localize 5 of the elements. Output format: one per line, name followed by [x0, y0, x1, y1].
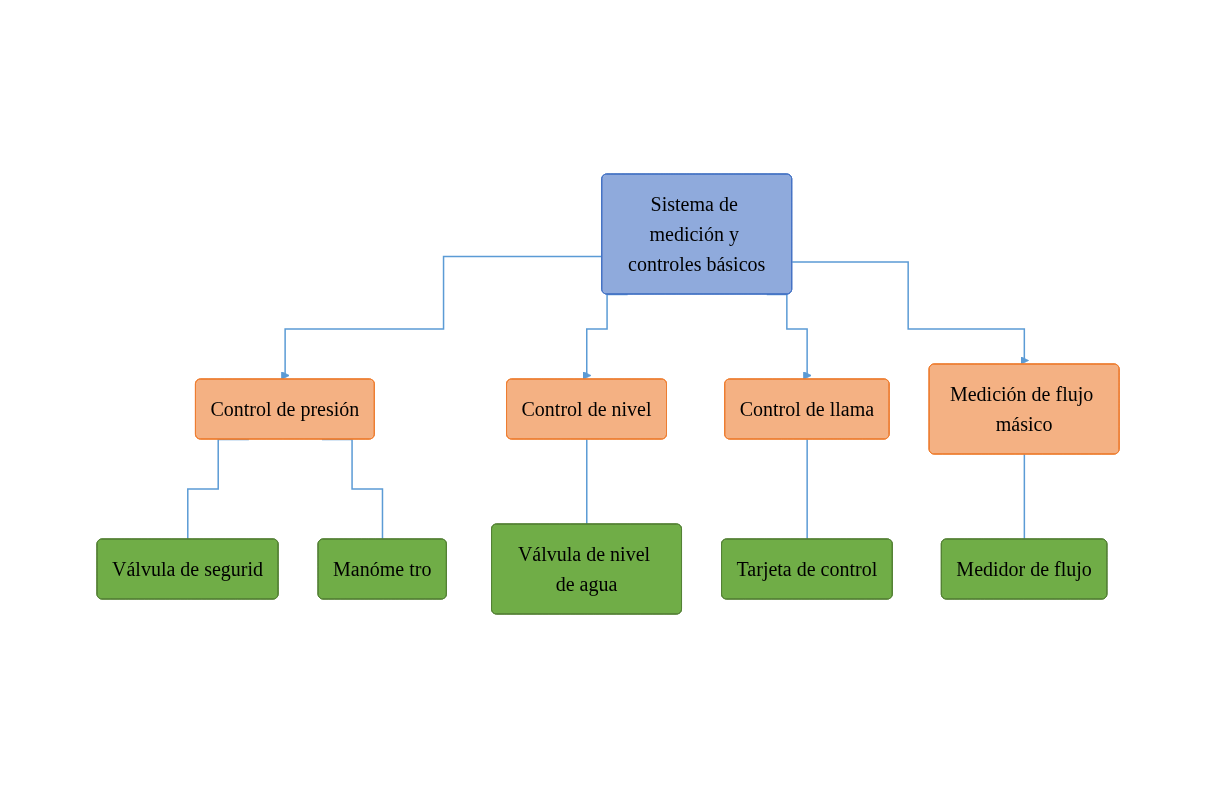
- arrow: [281, 255, 604, 380]
- connector: [586, 438, 589, 525]
- connector: [1024, 453, 1026, 540]
- arrow: [791, 260, 1030, 365]
- connector: [806, 438, 809, 540]
